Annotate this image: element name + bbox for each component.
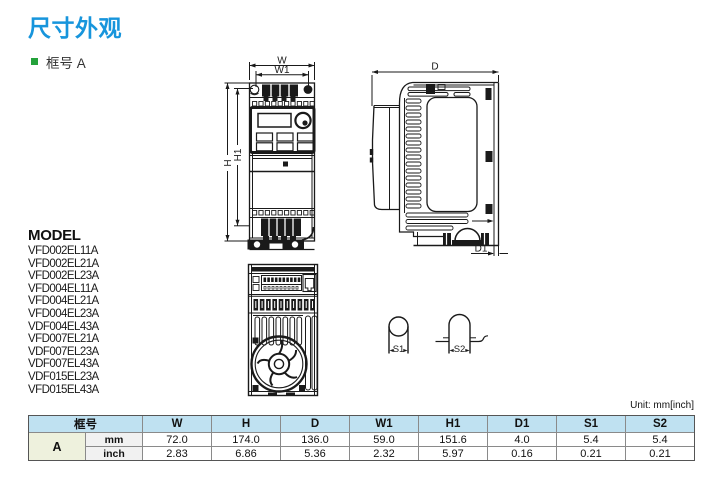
frame-header-cell: 框号 <box>28 415 143 433</box>
model-heading: MODEL <box>28 227 81 244</box>
cell-mm-s2: 5.4 <box>625 432 695 447</box>
cell-inch-d1: 0.16 <box>487 446 557 461</box>
cell-mm-d: 136.0 <box>280 432 350 447</box>
model-list: VFD002EL11A VFD002EL21A VFD002EL23A VFD0… <box>28 245 99 396</box>
table-row-mm: A mm 72.0 174.0 136.0 59.0 151.6 4.0 5.4… <box>28 432 695 461</box>
model-item: VFD004EL21A <box>28 295 99 308</box>
front-h-label: H <box>223 159 234 166</box>
model-item: VFD015EL43A <box>28 383 99 396</box>
model-item: VDF015EL23A <box>28 370 99 383</box>
col-w1: W1 <box>349 415 419 433</box>
cell-mm-w: 72.0 <box>142 432 212 447</box>
side-view-drawing: D <box>369 62 508 256</box>
dimensions-table: 框号 W H D W1 H1 D1 S1 S2 A mm 72.0 174.0 … <box>28 415 695 461</box>
front-view-drawing: W W1 H H1 <box>223 56 316 251</box>
model-item: VFD004EL23A <box>28 307 99 320</box>
s2-hole-drawing: S2 <box>435 313 489 355</box>
col-s1: S1 <box>556 415 626 433</box>
cell-inch-s2: 0.21 <box>625 446 695 461</box>
side-d-label: D <box>431 62 438 73</box>
cell-inch-d: 5.36 <box>280 446 350 461</box>
cell-inch-w1: 2.32 <box>349 446 419 461</box>
col-d1: D1 <box>487 415 557 433</box>
col-d: D <box>280 415 350 433</box>
model-block: MODEL VFD002EL11A VFD002EL21A VFD002EL23… <box>28 228 99 396</box>
model-item: VFD002EL23A <box>28 270 99 283</box>
model-item: VFD002EL21A <box>28 257 99 270</box>
page-title: 尺寸外观 <box>28 15 122 41</box>
front-h1-label: H1 <box>233 148 244 161</box>
col-s2: S2 <box>625 415 695 433</box>
table-header-row: 框号 W H D W1 H1 D1 S1 S2 <box>28 415 695 433</box>
unit-note: Unit: mm[inch] <box>630 400 694 411</box>
frame-a-cell: A <box>28 432 86 461</box>
model-item: VFD004EL11A <box>28 282 98 295</box>
front-w1-label: W1 <box>275 65 290 76</box>
s1-hole-drawing: S1 <box>388 316 409 355</box>
cell-mm-h1: 151.6 <box>418 432 488 447</box>
table-row-inch: inch 2.83 6.86 5.36 2.32 5.97 0.16 0.21 … <box>29 446 695 461</box>
cell-mm-s1: 5.4 <box>556 432 626 447</box>
cell-mm-h: 174.0 <box>211 432 281 447</box>
model-item: VFD002EL11A <box>28 245 98 257</box>
model-item: VDF007EL23A <box>28 345 99 358</box>
unit-inch-cell: inch <box>85 446 143 461</box>
frame-heading: 框号 A <box>46 56 86 71</box>
model-item: VDF004EL43A <box>28 320 99 333</box>
model-item: VFD007EL21A <box>28 333 99 346</box>
cell-mm-d1: 4.0 <box>487 432 557 447</box>
cell-inch-w: 2.83 <box>142 446 212 461</box>
bottom-view-drawing <box>247 263 319 397</box>
side-d1-label: D1 <box>475 244 488 255</box>
s1-label: S1 <box>393 344 405 355</box>
cell-inch-h: 6.86 <box>211 446 281 461</box>
col-h1: H1 <box>418 415 488 433</box>
unit-mm-cell: mm <box>85 432 143 447</box>
model-item: VDF007EL43A <box>28 358 99 371</box>
col-h: H <box>211 415 281 433</box>
col-w: W <box>142 415 212 433</box>
bullet-square-icon <box>31 58 38 65</box>
front-w-label: W <box>277 56 287 67</box>
cell-inch-s1: 0.21 <box>556 446 626 461</box>
cell-inch-h1: 5.97 <box>418 446 488 461</box>
cell-mm-w1: 59.0 <box>349 432 419 447</box>
s2-label: S2 <box>454 344 466 355</box>
